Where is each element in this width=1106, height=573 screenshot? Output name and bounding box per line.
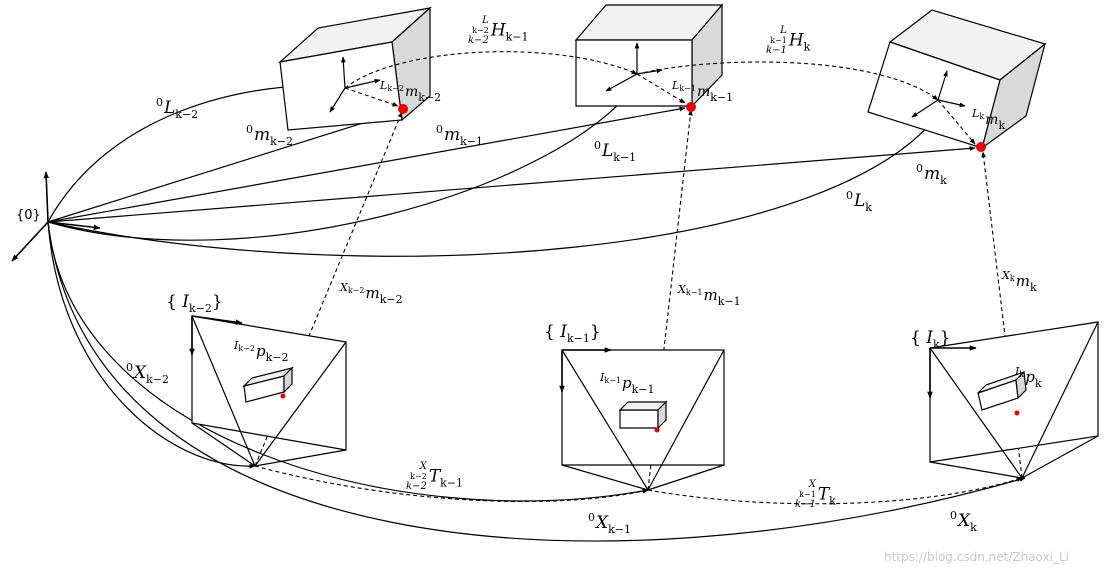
world-origin-frame [11, 171, 101, 262]
label-mX-k-2: Xk−2mk−2 [340, 281, 403, 306]
label-m0-k-2: 0mk−2 [246, 123, 294, 148]
landmark-points [398, 102, 986, 152]
landmark-point-k-1 [686, 102, 696, 112]
camera-k-2 [189, 315, 347, 467]
world-origin-label: {0} [16, 208, 41, 223]
ray-m0-k [47, 146, 976, 223]
label-L-k: 0Lk [846, 189, 872, 214]
camera-k-1 [559, 347, 725, 491]
landmark-box-k-2 [278, 6, 432, 131]
label-p-k-2: Ik−2pk−2 [234, 339, 289, 364]
label-I-k-2: { Ik−2} [166, 292, 223, 315]
label-L-k-2: 0Lk−2 [156, 96, 199, 121]
label-m0-k-1: 0mk−1 [436, 123, 484, 148]
label-mX-k-1: Xk−1mk−1 [678, 283, 741, 308]
ray-m0-k-2 [47, 111, 399, 223]
measurement-rays [47, 106, 976, 223]
label-I-k: { Ik} [910, 328, 951, 351]
landmark-point-k-2 [398, 104, 408, 114]
local-measurement-links [344, 73, 976, 145]
curve-L-k [47, 101, 948, 257]
label-X-k-1: 0Xk−1 [588, 511, 631, 536]
watermark-url: https://blog.csdn.net/Zhaoxi_Li [884, 550, 1069, 564]
camera-transform-links [254, 465, 1023, 505]
ray-m0-k-1 [47, 106, 686, 223]
label-X-k-2: 0Xk−2 [126, 361, 169, 386]
curve-X-k [47, 221, 1026, 542]
landmark-transform-links [344, 51, 939, 101]
camera-k [927, 321, 1099, 479]
label-p-k-1: Ik−1pk−1 [600, 371, 655, 396]
label-I-k-1: { Ik−1} [544, 322, 601, 345]
landmark-point-k [976, 142, 986, 152]
label-p-k: Ikpk [1015, 365, 1042, 390]
image-point-k [1014, 410, 1020, 416]
label-mX-k: Xkmk [1002, 269, 1037, 294]
image-point-k-2 [280, 393, 286, 399]
image-point-k-1 [654, 427, 660, 433]
image-points [280, 393, 1020, 433]
label-L-k-1: 0Lk−1 [594, 139, 637, 164]
label-m0-k: 0mk [916, 162, 947, 187]
label-mL-k: Lkmk [972, 107, 1006, 132]
landmark-box-k [867, 9, 1047, 150]
label-mL-k-2: Lk−2mk−2 [380, 79, 442, 104]
label-mL-k-1: Lk−1mk−1 [672, 79, 734, 104]
label-X-k: 0Xk [950, 509, 977, 534]
